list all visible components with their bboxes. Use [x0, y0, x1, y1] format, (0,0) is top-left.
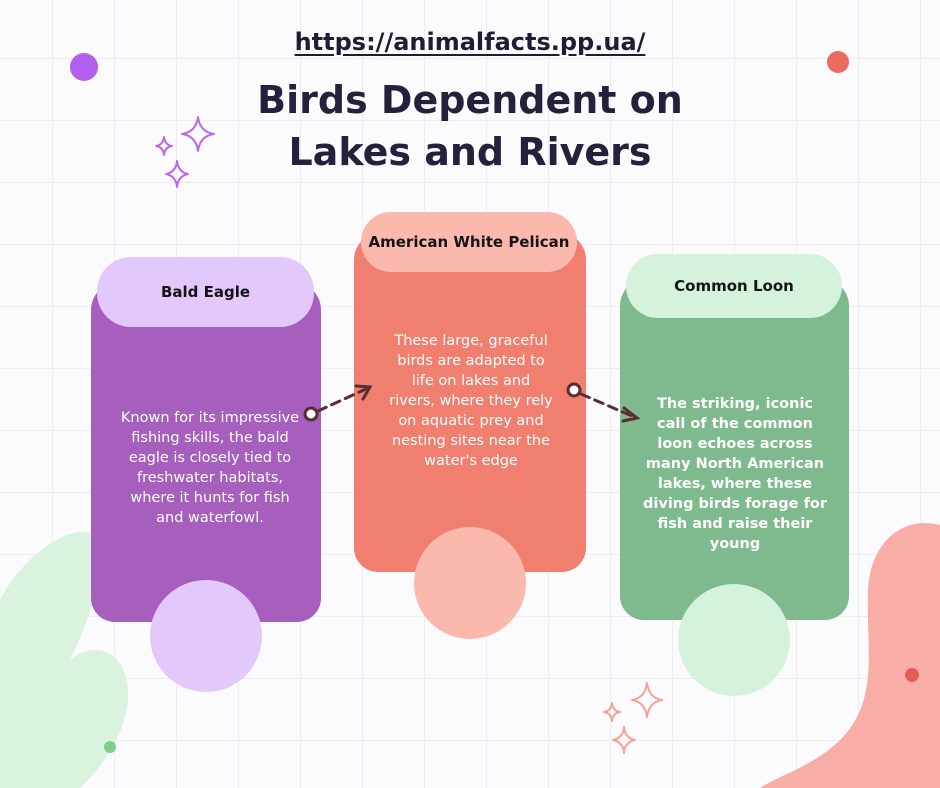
arrow-start-circle: [303, 406, 319, 422]
sparkle-icon: [612, 726, 636, 754]
arrow-head-icon: [354, 384, 373, 401]
purple-dot: [70, 53, 98, 81]
page-title: Birds Dependent on Lakes and Rivers: [0, 74, 940, 178]
sparkle-icon: [155, 136, 173, 156]
card-common-loon: [620, 278, 849, 620]
sparkle-icon: [631, 682, 663, 718]
arrow-head-icon: [621, 406, 641, 423]
red-small-dot: [905, 668, 919, 682]
website-url-link[interactable]: https://animalfacts.pp.ua/: [294, 28, 646, 56]
green-leaf-blob: [0, 531, 129, 788]
green-small-dot: [104, 741, 116, 753]
title-line-2: Lakes and Rivers: [288, 130, 652, 174]
card-american-white-pelican: [354, 232, 586, 572]
sparkle-icon: [165, 160, 189, 188]
card-bald-eagle: [91, 282, 321, 622]
sparkle-icon: [603, 702, 621, 722]
card-pelican-title: American White Pelican: [361, 212, 577, 272]
sparkle-icon: [181, 116, 215, 152]
coral-dot: [827, 51, 849, 73]
card-bald-eagle-title: Bald Eagle: [97, 257, 314, 327]
arrow-line-2: [579, 392, 634, 418]
arrow-start-circle: [566, 382, 582, 398]
title-line-1: Birds Dependent on: [257, 78, 683, 122]
card-loon-circle: [678, 584, 790, 696]
card-bald-eagle-text: Known for its impressive fishing skills,…: [120, 410, 300, 526]
card-pelican-circle: [414, 527, 526, 639]
arrow-line-1: [316, 387, 368, 413]
card-loon-text: The striking, iconic call of the common …: [643, 396, 827, 552]
card-pelican-text: These large, graceful birds are adapted …: [389, 333, 553, 469]
pink-blob: [760, 523, 940, 788]
card-loon-title: Common Loon: [626, 254, 842, 318]
card-bald-eagle-circle: [150, 580, 262, 692]
